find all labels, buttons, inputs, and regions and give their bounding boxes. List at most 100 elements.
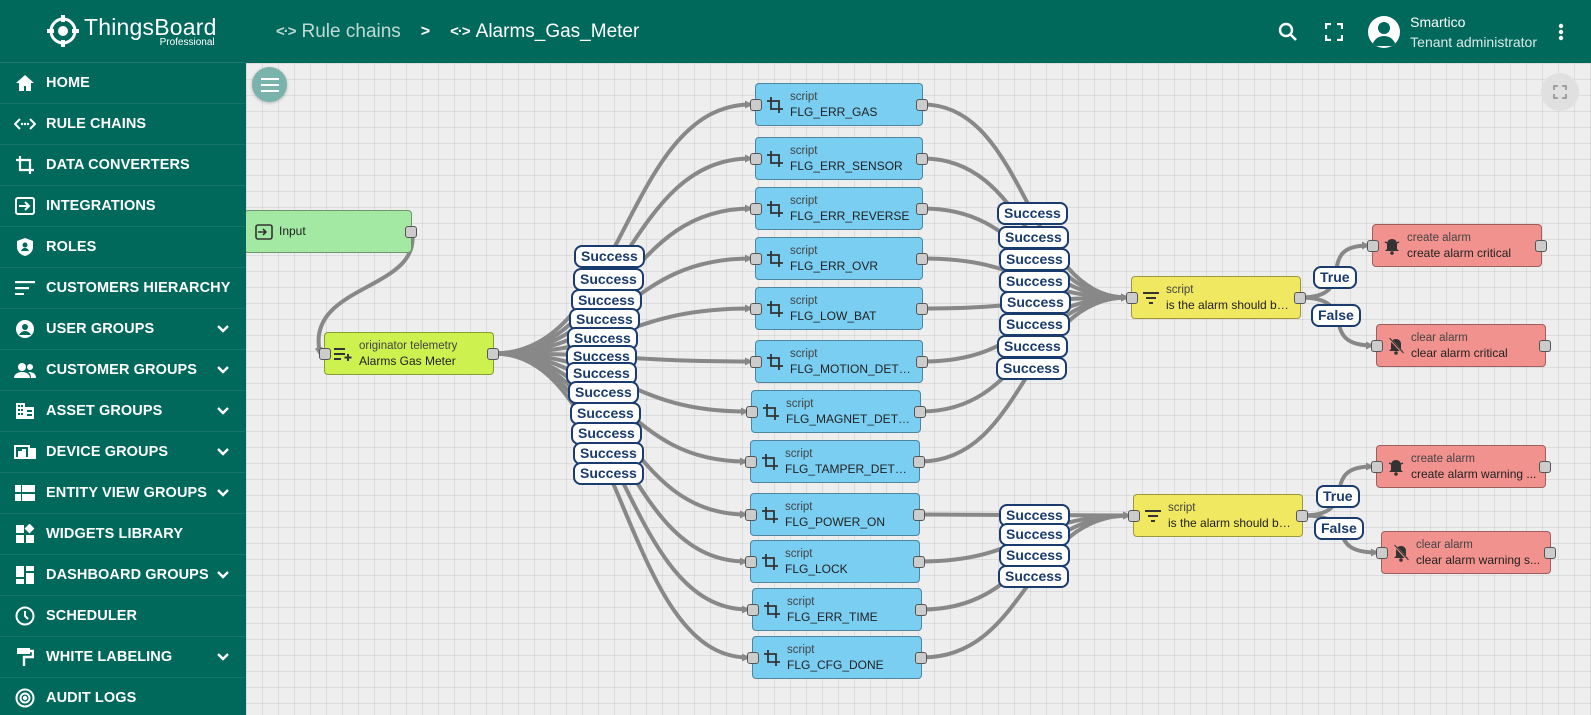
sidebar-item-data-converters[interactable]: DATA CONVERTERS [0, 145, 246, 186]
chevron-down-icon[interactable] [216, 404, 230, 418]
sidebar-item-user-groups[interactable]: USER GROUPS [0, 309, 246, 350]
link-telemetry-to-s12[interactable] [493, 351, 750, 662]
link-telemetry-to-s1[interactable] [493, 100, 753, 356]
output-port[interactable] [914, 405, 926, 418]
link-label-success[interactable]: Success [997, 335, 1068, 358]
chevron-down-icon[interactable] [216, 445, 230, 459]
input-port[interactable] [1128, 509, 1140, 522]
link-label-success[interactable]: Success [999, 523, 1070, 546]
output-port[interactable] [1539, 339, 1551, 352]
output-port[interactable] [916, 98, 928, 111]
input-port[interactable] [745, 555, 757, 568]
link-label-success[interactable]: Success [573, 462, 644, 485]
output-port[interactable] [913, 508, 925, 521]
input-port[interactable] [750, 302, 762, 315]
sidebar-item-dashboard-groups[interactable]: DASHBOARD GROUPS [0, 555, 246, 596]
input-port[interactable] [750, 355, 762, 368]
input-port[interactable] [1126, 291, 1138, 304]
input-port[interactable] [750, 252, 762, 265]
chevron-down-icon[interactable] [216, 650, 230, 664]
link-label-success[interactable]: Success [997, 202, 1068, 225]
input-port[interactable] [750, 98, 762, 111]
output-port[interactable] [913, 555, 925, 568]
input-port[interactable] [747, 603, 759, 616]
input-port[interactable] [319, 347, 331, 360]
link-label-success[interactable]: Success [571, 289, 642, 312]
sidebar-item-home[interactable]: HOME [0, 63, 246, 104]
link-label-success[interactable]: Success [999, 313, 1070, 336]
input-port[interactable] [747, 651, 759, 664]
input-port[interactable] [750, 152, 762, 165]
link-label-false[interactable]: False [1314, 517, 1364, 540]
menu-icon[interactable] [252, 67, 287, 102]
input-port[interactable] [746, 405, 758, 418]
sidebar-item-roles[interactable]: ROLES [0, 227, 246, 268]
link-label-success[interactable]: Success [566, 362, 637, 385]
sidebar-item-integrations[interactable]: INTEGRATIONS [0, 186, 246, 227]
sidebar-item-device-groups[interactable]: DEVICE GROUPS [0, 432, 246, 473]
input-port[interactable] [1367, 239, 1379, 252]
sidebar-item-scheduler[interactable]: SCHEDULER [0, 596, 246, 637]
link-label-success[interactable]: Success [1000, 291, 1071, 314]
sidebar-item-rule-chains[interactable]: RULE CHAINS [0, 104, 246, 145]
canvas-fullscreen-icon[interactable] [1541, 73, 1579, 111]
sidebar-item-customer-groups[interactable]: CUSTOMER GROUPS [0, 350, 246, 391]
search-icon[interactable] [1276, 20, 1300, 44]
output-port[interactable] [916, 202, 928, 215]
link-label-success[interactable]: Success [998, 565, 1069, 588]
output-port[interactable] [487, 347, 499, 360]
sidebar-item-white-labeling[interactable]: WHITE LABELING [0, 637, 246, 678]
link-s1-to-filter1[interactable] [922, 102, 1129, 302]
sidebar-item-asset-groups[interactable]: ASSET GROUPS [0, 391, 246, 432]
logo[interactable]: ThingsBoard Professional [0, 0, 246, 63]
output-port[interactable] [916, 302, 928, 315]
output-port[interactable] [1296, 509, 1308, 522]
sidebar-item-audit-logs[interactable]: AUDIT LOGS [0, 678, 246, 715]
chevron-down-icon[interactable] [216, 568, 230, 582]
link-label-success[interactable]: Success [999, 248, 1070, 271]
link-label-success[interactable]: Success [567, 327, 638, 350]
sidebar-item-widgets-library[interactable]: WIDGETS LIBRARY [0, 514, 246, 555]
output-port[interactable] [916, 252, 928, 265]
input-port[interactable] [1371, 339, 1383, 352]
output-port[interactable] [1294, 291, 1306, 304]
input-port[interactable] [745, 455, 757, 468]
fullscreen-icon[interactable] [1322, 20, 1346, 44]
input-port[interactable] [1376, 546, 1388, 559]
link-label-true[interactable]: True [1313, 266, 1357, 289]
link-label-success[interactable]: Success [568, 381, 639, 404]
chevron-down-icon[interactable] [216, 486, 230, 500]
sidebar-item-entity-view-groups[interactable]: ENTITY VIEW GROUPS [0, 473, 246, 514]
breadcrumb-rule-chains[interactable]: <·> Rule chains [276, 21, 401, 43]
more-vert-icon[interactable] [1549, 20, 1573, 44]
link-label-success[interactable]: Success [998, 226, 1069, 249]
link-label-success[interactable]: Success [999, 544, 1070, 567]
input-port[interactable] [1371, 460, 1383, 473]
output-port[interactable] [913, 455, 925, 468]
output-port[interactable] [1539, 460, 1551, 473]
rule-node-input[interactable]: Input [246, 210, 417, 253]
link-label-true[interactable]: True [1316, 485, 1360, 508]
sidebar-item-customers-hierarchy[interactable]: CUSTOMERS HIERARCHY [0, 268, 246, 309]
user-info[interactable]: Smartico Tenant administrator [1410, 14, 1537, 50]
output-port[interactable] [916, 152, 928, 165]
link-label-success[interactable]: Success [999, 270, 1070, 293]
chevron-down-icon[interactable] [216, 322, 230, 336]
output-port[interactable] [915, 651, 927, 664]
link-label-success[interactable]: Success [574, 245, 645, 268]
